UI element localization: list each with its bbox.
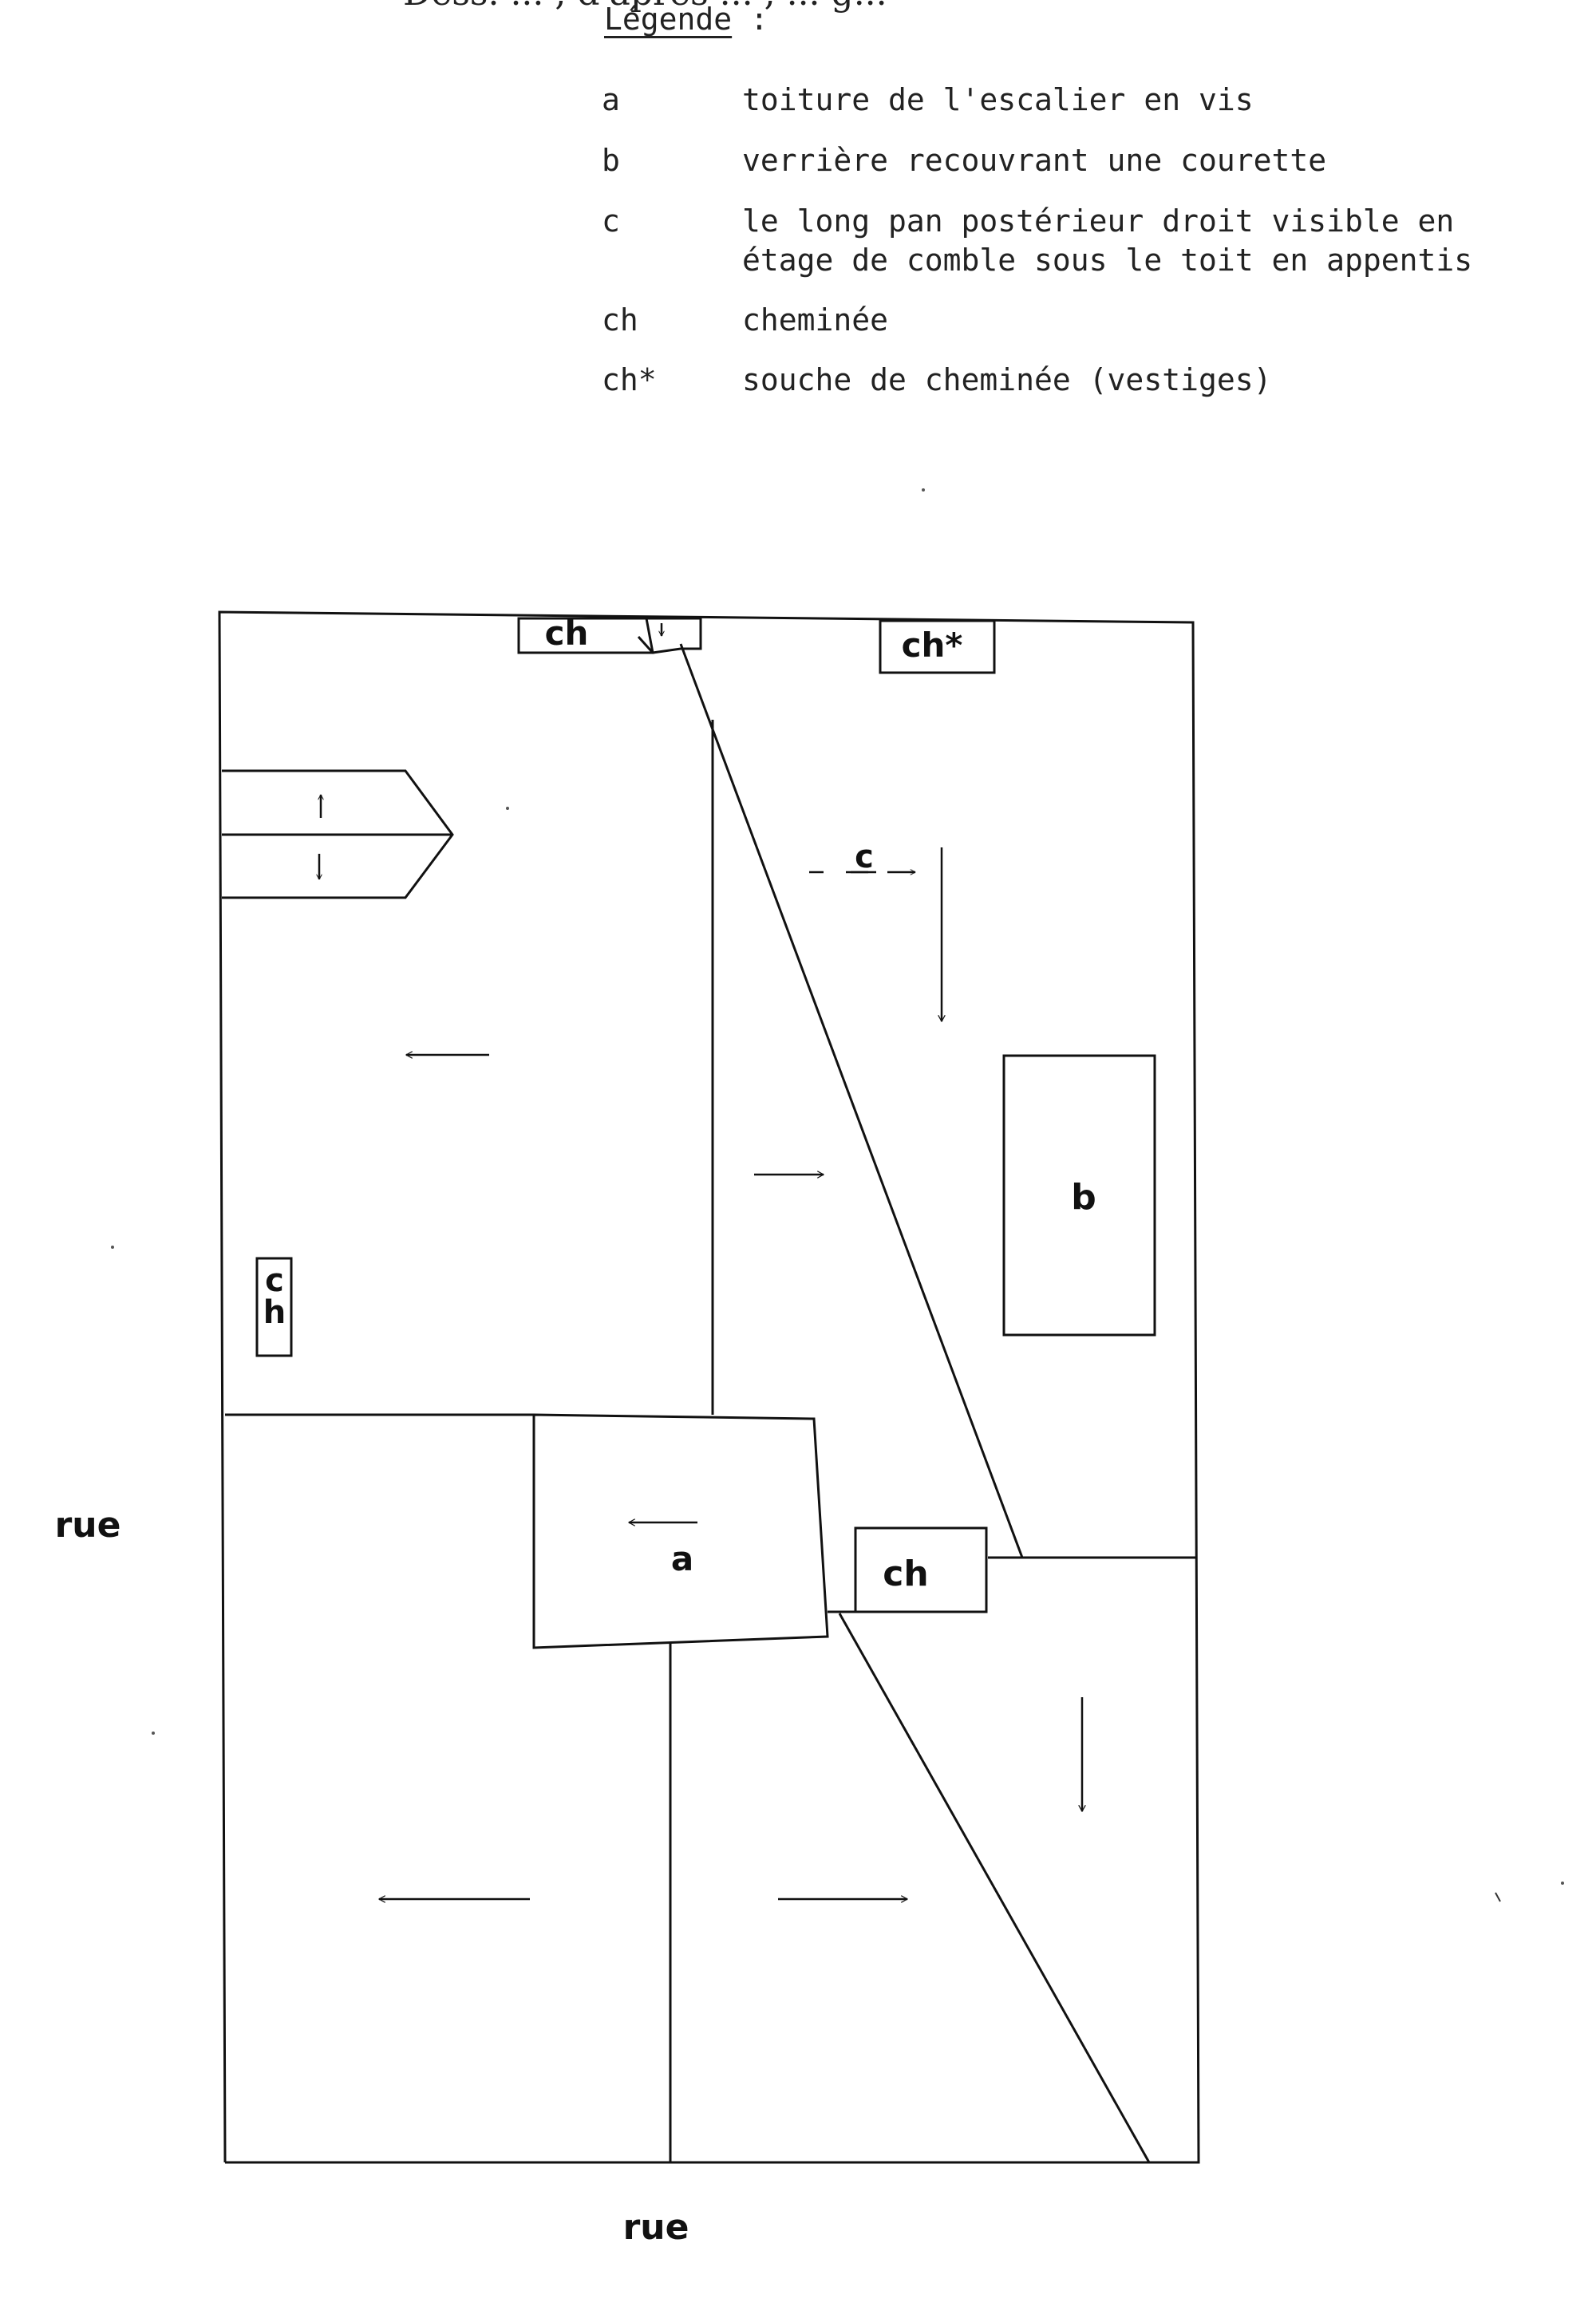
legend-text: toiture de l'escalier en vis [742, 82, 1254, 117]
legend-key: c [602, 203, 620, 239]
legend-title-colon: : [732, 2, 768, 37]
scan-speck [152, 1732, 155, 1735]
legend: Dess. ... , d'après ... , ... g... Légen… [0, 0, 1596, 447]
label-c: c [855, 839, 874, 875]
legend-text: souche de cheminée (vestiges) [742, 362, 1272, 397]
cropped-header-text: Dess. ... , d'après ... , ... g... [403, 0, 887, 14]
legend-title-text: Légende [604, 2, 733, 37]
outer-wall [218, 610, 1200, 2164]
legend-key: b [602, 143, 620, 178]
label-ch-top: ch [545, 614, 589, 653]
label-ch-vertical-c: c [265, 1262, 284, 1299]
scan-speck [111, 1246, 114, 1249]
legend-text: le long pan postérieur droit visible en [742, 203, 1455, 239]
label-a: a [671, 1539, 693, 1578]
label-ch-star: ch* [902, 626, 963, 665]
label-rue-left: rue [55, 1505, 121, 1546]
chimney-lower [854, 1526, 988, 1613]
roof-diagonal-lower [838, 1613, 1151, 2163]
legend-key: ch [602, 302, 638, 338]
legend-key: a [602, 82, 620, 117]
legend-text: cheminée [742, 302, 889, 338]
roof-diagonal-upper [679, 643, 1024, 1558]
glass-roof-b [1002, 1054, 1156, 1337]
legend-text: étage de comble sous le toit en appentis [742, 243, 1473, 278]
label-b: b [1071, 1177, 1096, 1218]
chimney-vertical [255, 1257, 293, 1357]
legend-key: ch* [602, 362, 657, 397]
scan-speck [1561, 1882, 1564, 1885]
chimney-top [517, 617, 654, 654]
top-corner-element [637, 617, 702, 654]
label-rue-bottom: rue [623, 2207, 689, 2248]
label-ch-vertical-h: h [263, 1294, 286, 1331]
scan-speck [506, 807, 509, 810]
legend-title: Légende : [604, 2, 768, 37]
stair-roof-a [532, 1413, 829, 1649]
label-ch-lower: ch [883, 1554, 928, 1594]
scan-speck [922, 488, 925, 492]
scan-speck [1495, 1892, 1501, 1902]
legend-text: verrière recouvrant une courette [742, 143, 1327, 178]
chimney-stump [879, 619, 996, 674]
